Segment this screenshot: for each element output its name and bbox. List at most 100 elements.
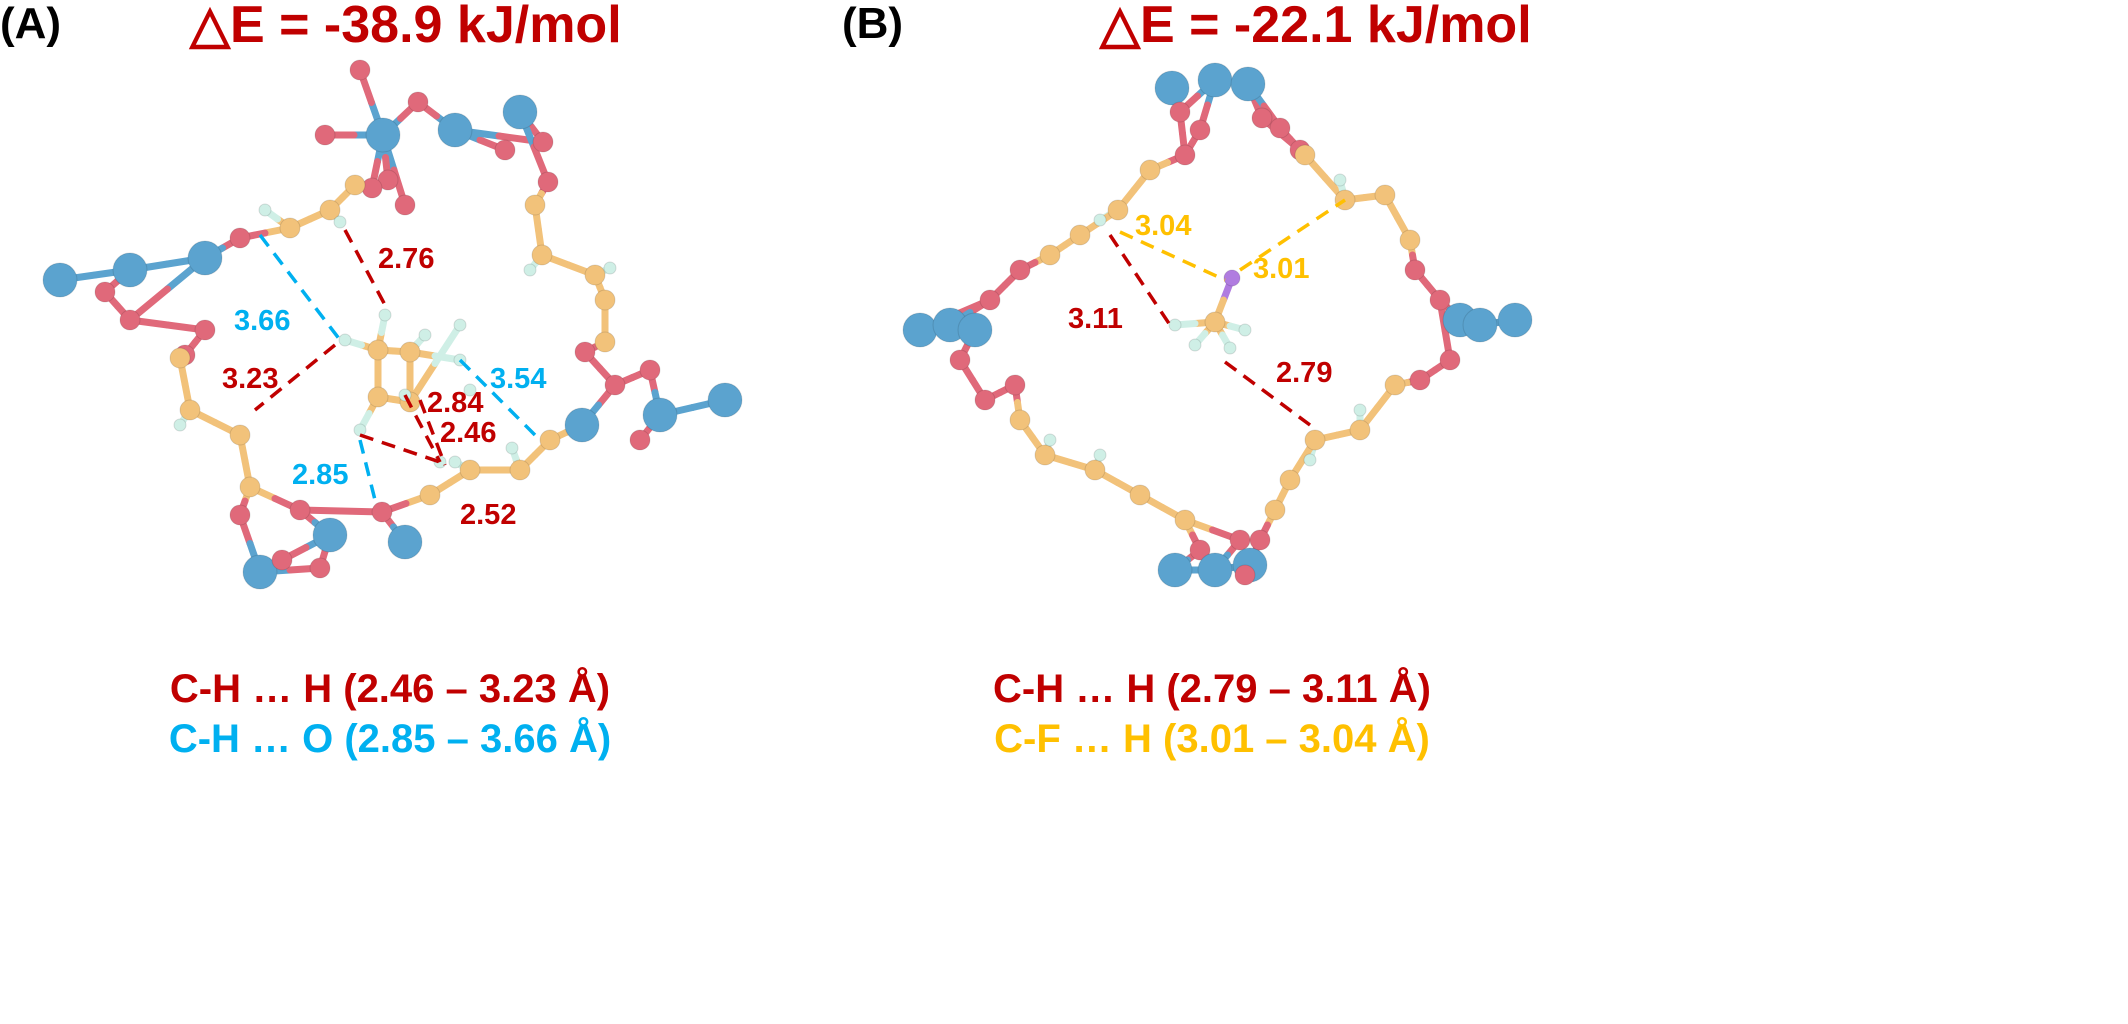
hydrogen-atom: [1223, 341, 1237, 355]
carbon-atom: [1139, 159, 1161, 181]
metal-atom: [502, 94, 538, 130]
oxygen-atom: [604, 374, 626, 396]
distance-label: 2.76: [378, 243, 434, 275]
carbon-atom: [1204, 311, 1226, 333]
carbon-atom: [584, 264, 606, 286]
hydrogen-atom: [1353, 403, 1367, 417]
carbon-atom: [1039, 244, 1061, 266]
oxygen-atom: [194, 319, 216, 341]
oxygen-atom: [371, 501, 393, 523]
contact-dashed-line: [1108, 234, 1172, 326]
carbon-atom: [594, 289, 616, 311]
oxygen-atom: [949, 349, 971, 371]
carbon-atom: [1034, 444, 1056, 466]
hydrogen-atom: [523, 263, 537, 277]
carbon-atom: [1084, 459, 1106, 481]
oxygen-atom: [574, 341, 596, 363]
hydrogen-atom: [173, 418, 187, 432]
metal-atom: [642, 397, 678, 433]
distance-label: 2.52: [460, 499, 516, 531]
metal-atom: [312, 517, 348, 553]
oxygen-atom: [1439, 349, 1461, 371]
oxygen-atom: [1249, 529, 1271, 551]
panel-a-energy-title: △E = -38.9 kJ/mol: [188, 0, 622, 54]
distance-label: 2.46: [440, 417, 496, 449]
hydrogen-atom: [453, 318, 467, 332]
carbon-atom: [1107, 199, 1129, 221]
panel-a-label: (A): [0, 0, 61, 48]
carbon-atom: [1294, 144, 1316, 166]
metal-atom: [1462, 307, 1498, 343]
carbon-atom: [1304, 429, 1326, 451]
oxygen-atom: [1189, 539, 1211, 561]
legend-ch-h-b: C-H … H (2.79 – 3.11 Å): [993, 666, 1431, 711]
oxygen-atom: [1009, 259, 1031, 281]
carbon-atom: [531, 244, 553, 266]
hydrogen-atom: [1043, 433, 1057, 447]
hydrogen-atom: [1093, 448, 1107, 462]
carbon-atom: [1069, 224, 1091, 246]
carbon-atom: [1264, 499, 1286, 521]
carbon-atom: [367, 386, 389, 408]
carbon-atom: [1279, 469, 1301, 491]
carbon-atom: [1349, 419, 1371, 441]
legend-ch-o-a: C-H … O (2.85 – 3.66 Å): [169, 716, 611, 761]
carbon-atom: [1399, 229, 1421, 251]
carbon-atom: [1384, 374, 1406, 396]
hydrogen-atom: [1238, 323, 1252, 337]
carbon-atom: [1374, 184, 1396, 206]
metal-atom: [1157, 552, 1193, 588]
oxygen-atom: [1229, 529, 1251, 551]
metal-atom: [1230, 66, 1266, 102]
carbon-atom: [1129, 484, 1151, 506]
metal-atom: [365, 117, 401, 153]
legend-cf-h-b: C-F … H (3.01 – 3.04 Å): [994, 716, 1430, 761]
carbon-atom: [524, 194, 546, 216]
metal-atom: [42, 262, 78, 298]
hydrogen-atom: [1303, 453, 1317, 467]
contact-dashed-line: [403, 394, 442, 463]
metal-atom: [902, 312, 938, 348]
metal-atom: [187, 240, 223, 276]
oxygen-atom: [1234, 564, 1256, 586]
carbon-atom: [1009, 409, 1031, 431]
contact-dashed-line: [418, 399, 447, 466]
carbon-atom: [279, 217, 301, 239]
carbon-atom: [459, 459, 481, 481]
contact-dashed-line: [253, 343, 337, 412]
carbon-atom: [239, 476, 261, 498]
hydrogen-atom: [353, 423, 367, 437]
oxygen-atom: [229, 227, 251, 249]
carbon-atom: [229, 424, 251, 446]
hydrogen-atom: [1333, 173, 1347, 187]
oxygen-atom: [1404, 259, 1426, 281]
hydrogen-atom: [378, 308, 392, 322]
hydrogen-atom: [448, 455, 462, 469]
hydrogen-atom: [418, 328, 432, 342]
oxygen-atom: [407, 91, 429, 113]
distance-label: 3.04: [1135, 210, 1191, 242]
carbon-atom: [367, 339, 389, 361]
oxygen-atom: [974, 389, 996, 411]
carbon-atom: [399, 341, 421, 363]
contact-dashed-line: [1239, 198, 1346, 272]
oxygen-atom: [639, 359, 661, 381]
panel-b-label: (B): [842, 0, 903, 48]
carbon-atom: [539, 429, 561, 451]
oxygen-atom: [271, 549, 293, 571]
oxygen-atom: [394, 194, 416, 216]
distance-label: 3.23: [222, 363, 278, 395]
hydrogen-atom: [333, 215, 347, 229]
distance-label: 2.84: [427, 387, 483, 419]
distance-label: 2.85: [292, 459, 348, 491]
panel-b-structure: [902, 62, 1533, 588]
hydrogen-atom: [338, 333, 352, 347]
panel-b-energy-title: △E = -22.1 kJ/mol: [1098, 0, 1532, 54]
oxygen-atom: [229, 504, 251, 526]
oxygen-atom: [532, 131, 554, 153]
carbon-atom: [509, 459, 531, 481]
metal-atom: [957, 312, 993, 348]
metal-atom: [112, 252, 148, 288]
carbon-atom: [344, 174, 366, 196]
